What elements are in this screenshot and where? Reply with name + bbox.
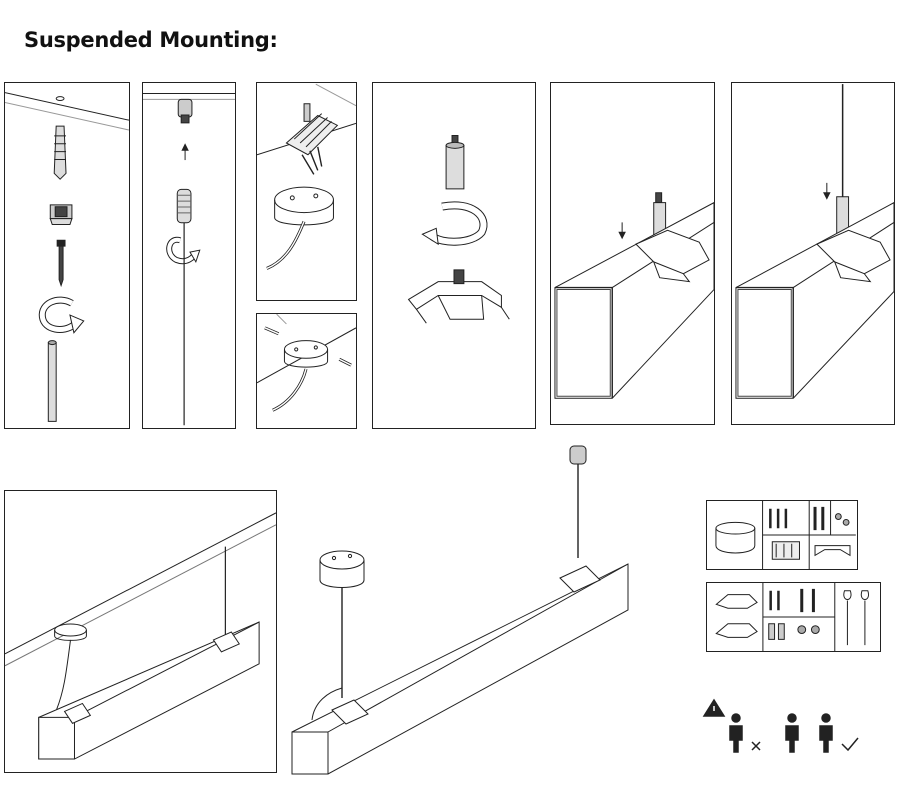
nuts-icon: [835, 514, 849, 526]
canopy-icon: [275, 187, 334, 225]
ceiling-cap-icon: [178, 99, 192, 122]
rod-icon: [48, 341, 56, 422]
step-panel-2: [142, 82, 236, 429]
nut-icon: [50, 205, 72, 225]
parts-kit-b: [706, 582, 881, 652]
two-persons-icon: [820, 714, 832, 752]
wall-anchor-icon: [54, 126, 66, 179]
wire-hanger-icon: [844, 591, 869, 645]
check-icon: [842, 738, 858, 750]
canopy-ring-icon: [716, 522, 755, 553]
caps-icon: [769, 624, 785, 640]
mounting-bracket-icon: [815, 546, 850, 556]
terminal-block-icon: [772, 542, 799, 559]
arrow-up-icon: [182, 144, 188, 160]
warning-icon: [704, 700, 724, 716]
cable-icon: [273, 369, 306, 410]
screw-icon: [57, 240, 65, 285]
parts-kit-a: [706, 500, 858, 570]
clip-bracket-icon: [409, 270, 510, 323]
step-panel-3: [256, 82, 357, 301]
gripper-icon: [798, 626, 819, 634]
safety-notice: [700, 696, 870, 760]
screws-icon: [770, 509, 786, 528]
ceiling-canopy-icon: [320, 551, 364, 588]
one-person-icon: [786, 714, 798, 752]
clip-bracket-icon: [636, 230, 709, 281]
arrow-down-icon: [619, 222, 625, 238]
clip-bracket-icon: [716, 595, 757, 638]
ceiling-cap-icon: [570, 446, 586, 464]
wire-gripper-icon: [177, 189, 191, 222]
screws-icon: [265, 328, 351, 365]
step-panel-7: [731, 82, 895, 425]
step-panel-5: [372, 82, 536, 429]
overview-illustration: [288, 440, 648, 780]
rotate-arrow-icon: [169, 240, 200, 262]
step-panel-1: [4, 82, 130, 429]
anchors-icon: [802, 589, 814, 612]
ceiling-line: [5, 513, 276, 654]
rotate-arrow-icon: [422, 205, 483, 244]
installed-view-panel: [4, 490, 277, 773]
suspended-luminaire-icon: [39, 622, 259, 759]
stud-icon: [446, 135, 464, 188]
ceiling-line: [5, 93, 129, 121]
terminal-block-icon: [286, 104, 337, 175]
step-panel-6: [550, 82, 715, 425]
cable-icon: [312, 688, 342, 720]
screws-icon: [771, 591, 779, 610]
page-title: Suspended Mounting:: [24, 28, 278, 52]
clip-bracket-icon: [817, 230, 890, 281]
canopy-icon: [284, 341, 327, 367]
rotate-arrow-icon: [42, 300, 83, 333]
suspended-luminaire-icon: [292, 564, 628, 774]
luminaire-profile-icon: [555, 203, 714, 399]
cross-icon: [752, 742, 760, 750]
step-panel-4: [256, 313, 357, 429]
luminaire-profile-icon: [736, 203, 894, 399]
arrow-down-icon: [824, 183, 830, 199]
cable-icon: [267, 221, 304, 268]
anchors-icon: [815, 507, 823, 530]
one-person-icon: [730, 714, 742, 752]
ceiling-line: [5, 102, 129, 130]
cable-icon: [57, 640, 71, 709]
hole-mark: [56, 97, 64, 101]
